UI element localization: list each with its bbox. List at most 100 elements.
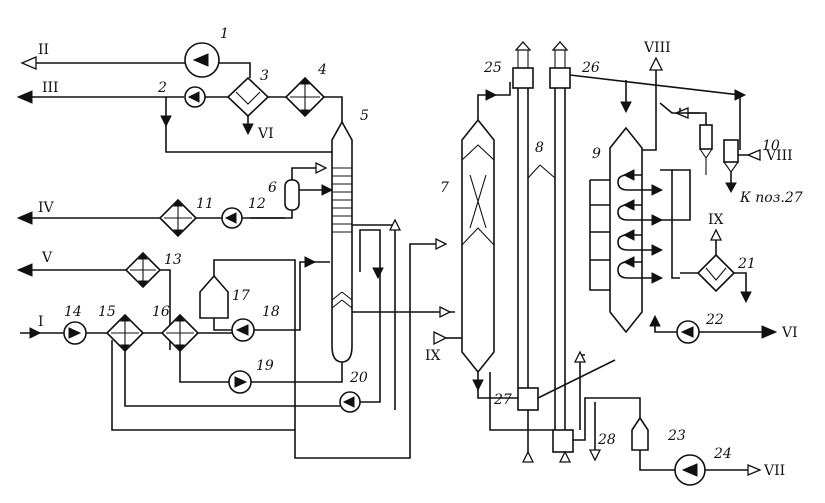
arrow-22-up [649, 314, 661, 327]
arrow-up-395 [388, 218, 402, 231]
stream-label-III: III [42, 80, 59, 96]
stream-label-II: II [38, 42, 49, 58]
stream-label-IX-right: IX [708, 212, 724, 228]
label-1: 1 [220, 26, 229, 42]
pump-1 [184, 42, 220, 78]
arrow-into-9 [620, 101, 632, 114]
line-7-25 [477, 82, 511, 120]
label-26: 26 [581, 60, 600, 76]
pump-12 [221, 207, 243, 229]
heat-exchanger-21 [680, 228, 752, 304]
label-6: 6 [268, 180, 277, 196]
label-24: 24 [713, 446, 732, 462]
pump-14 [63, 321, 87, 345]
label-13: 13 [164, 252, 182, 268]
line-coil-in [660, 169, 691, 221]
line-26-9 [569, 74, 741, 150]
label-2: 2 [157, 80, 167, 96]
label-22: 22 [705, 312, 724, 328]
stream-VIII-top-line [642, 70, 657, 151]
label-17: 17 [232, 288, 250, 304]
label-15: 15 [98, 304, 116, 320]
line-27-28 [489, 372, 553, 431]
arrow-26-line [734, 89, 747, 101]
arrow-2-down [160, 115, 172, 128]
heat-exchanger-4 [284, 76, 326, 118]
stream-label-VIII-right: VIII [765, 148, 793, 164]
separator-23 [631, 416, 675, 471]
arrow-up-565 [558, 450, 572, 463]
line-coil-collect [660, 169, 680, 279]
separator-10 [659, 102, 761, 194]
label-23: 23 [667, 428, 686, 444]
label-11: 11 [196, 196, 214, 212]
label-8: 8 [535, 140, 544, 156]
line-2-down [165, 97, 340, 153]
stream-label-IX-left: IX [425, 348, 441, 364]
pump-2 [184, 86, 206, 108]
line-to-reactor [294, 243, 445, 459]
line-19-5 [251, 362, 343, 383]
heat-exchanger-11 [158, 198, 198, 238]
label-28: 28 [597, 432, 616, 448]
arrow-down-5 [372, 267, 384, 280]
cyclone-26 [549, 41, 571, 89]
pump-20 [339, 391, 361, 413]
stream-label-VII: VII [763, 463, 785, 479]
stream-VI-right-arrow [761, 325, 778, 339]
label-10: 10 [762, 138, 780, 154]
arrow-7-25 [485, 89, 498, 101]
label-27: 27 [493, 392, 512, 408]
pump-24 [674, 454, 706, 486]
line-28-out [573, 397, 641, 441]
note-to-pos27: К поз.27 [739, 190, 803, 206]
block-27 [517, 387, 539, 463]
label-4: 4 [317, 62, 327, 78]
cyclone-25 [512, 41, 534, 89]
block-28 [552, 429, 574, 453]
stream-V-line [16, 263, 171, 350]
column-5 [331, 120, 353, 363]
arrow-up-580 [573, 350, 587, 363]
arrow-into-5 [304, 256, 317, 268]
arrow-down-595 [588, 449, 602, 462]
line-27-9 [537, 359, 616, 399]
reactor-7 [461, 118, 495, 374]
furnace-17 [199, 259, 296, 380]
stream-I-line [20, 327, 232, 339]
label-3: 3 [260, 68, 269, 84]
stream-label-I: I [38, 314, 44, 330]
line-20-up [359, 229, 381, 403]
label-16: 16 [152, 304, 170, 320]
label-9: 9 [592, 146, 601, 162]
stream-II-line [20, 56, 251, 78]
heat-exchanger-3 [226, 76, 270, 136]
stream-label-VI-right: VI [781, 325, 798, 341]
line-4-5 [324, 96, 343, 122]
heat-exchanger-16 [160, 313, 200, 353]
stream-VIII-top-arrow [648, 56, 664, 71]
line-bottom-loop [111, 340, 295, 431]
label-21: 21 [737, 256, 756, 272]
label-14: 14 [64, 304, 82, 320]
coil-heater [617, 169, 664, 284]
pump-22 [676, 320, 700, 344]
pump-19 [228, 370, 252, 394]
arrow-into-7 [435, 237, 448, 251]
label-18: 18 [262, 304, 280, 320]
riser-8 [517, 88, 566, 430]
stream-VII-arrow [747, 464, 762, 476]
stream-label-VIII-top: VIII [643, 40, 671, 56]
pump-18 [231, 318, 255, 342]
label-7: 7 [440, 180, 449, 196]
stream-IX-left-arrow [433, 330, 448, 346]
label-20: 20 [349, 370, 368, 386]
arrow-into-7b [439, 305, 452, 319]
line-19 [179, 351, 229, 383]
arrow-7-27 [472, 379, 484, 392]
label-19: 19 [256, 358, 274, 374]
stream-label-V: V [41, 250, 53, 266]
stream-label-VI-top: VI [257, 126, 274, 142]
stream-IV-line [16, 211, 222, 225]
